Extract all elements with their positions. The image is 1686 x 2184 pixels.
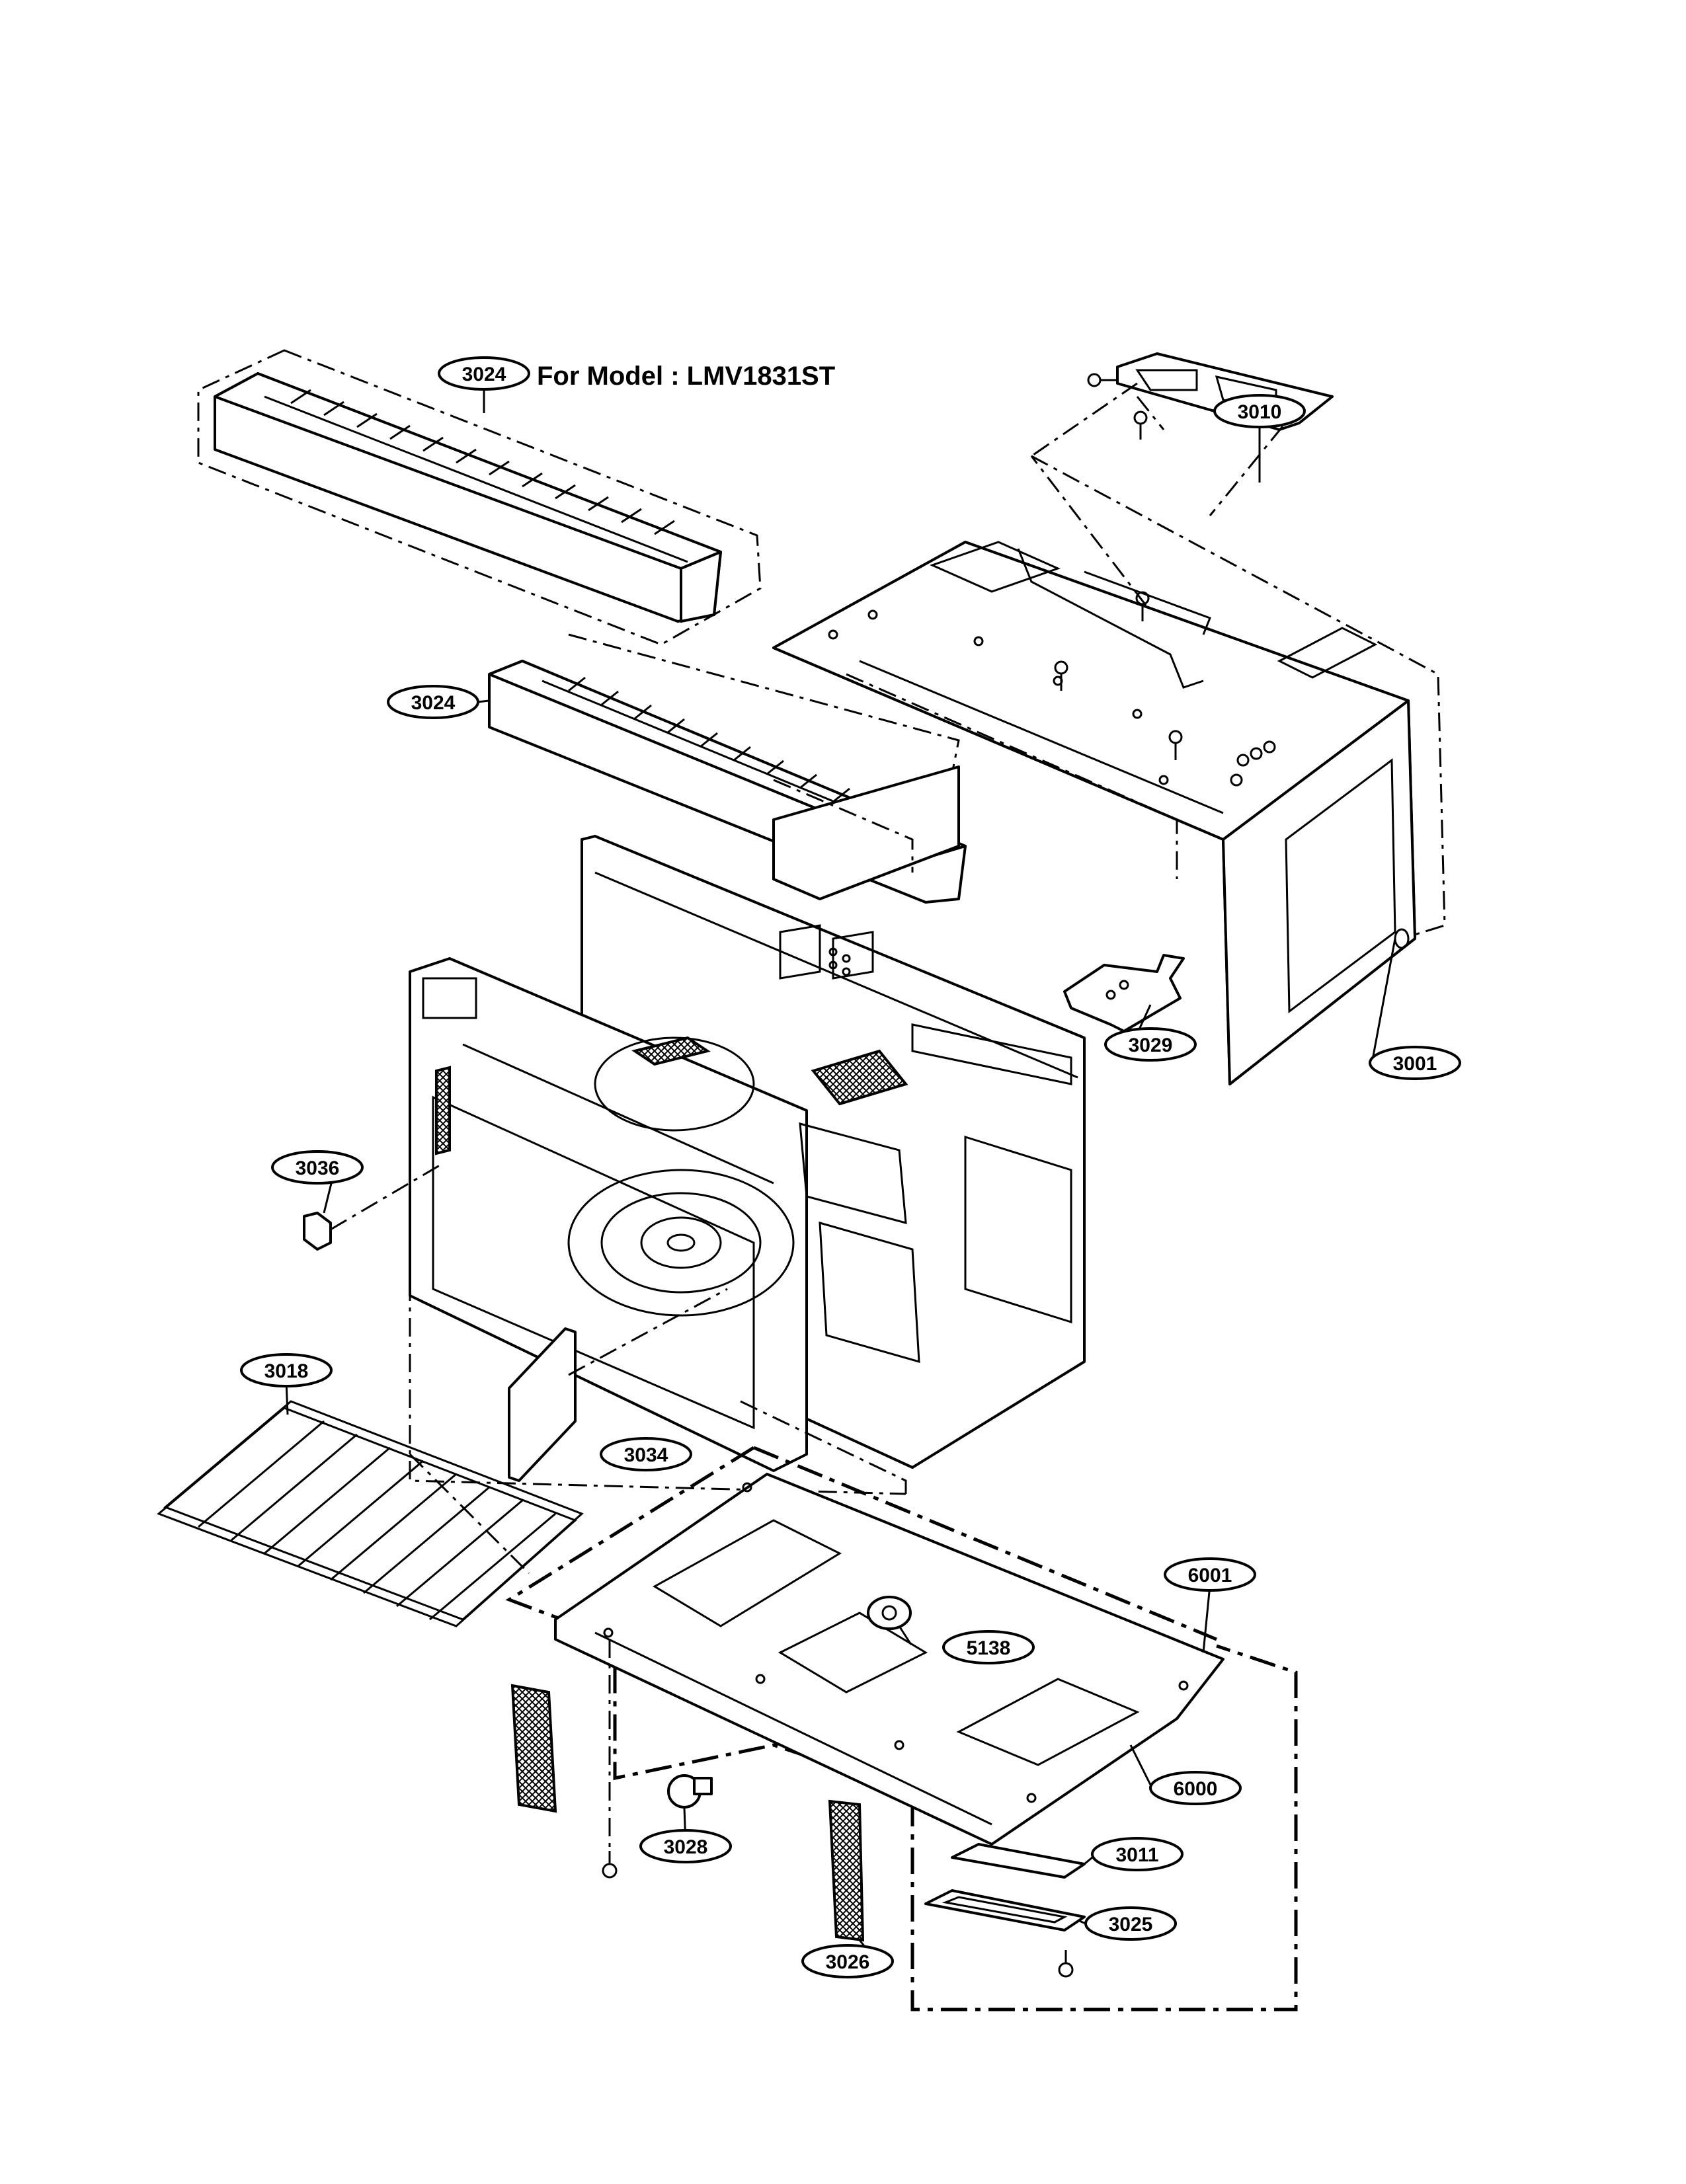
part-number: 3026 (826, 1951, 870, 1973)
screw (1054, 660, 1068, 691)
callout-3010: 3010 (1213, 394, 1306, 428)
callout-3024: 3024 (387, 685, 479, 719)
part-number: 3034 (624, 1444, 668, 1466)
screw (1133, 410, 1148, 440)
screw (1087, 373, 1117, 387)
callout-3026: 3026 (801, 1944, 894, 1978)
grease-filter (828, 1799, 865, 1942)
part-number: 3018 (264, 1360, 309, 1382)
clip (303, 1162, 444, 1251)
screw (1135, 591, 1150, 621)
callout-3001: 3001 (1369, 1046, 1461, 1080)
callout-3036: 3036 (271, 1150, 364, 1185)
callout-3029: 3029 (1104, 1027, 1197, 1062)
callout-3034: 3034 (600, 1437, 692, 1471)
part-number: 3036 (296, 1157, 340, 1179)
callout-3028: 3028 (639, 1829, 732, 1863)
callout-3011: 3011 (1091, 1837, 1184, 1871)
oven-rack (157, 1400, 584, 1627)
part-number: 3025 (1109, 1914, 1153, 1935)
lamp-cover (924, 1889, 1086, 1931)
part-number: 3010 (1238, 401, 1282, 423)
grease-filter (510, 1684, 557, 1813)
lamp-bulb (667, 1774, 713, 1809)
screw (1058, 1950, 1074, 1978)
part-number: 3029 (1129, 1034, 1173, 1056)
callout-6000: 6000 (1149, 1771, 1242, 1805)
lamp-lens (951, 1843, 1086, 1879)
screw (1168, 730, 1183, 760)
callout-3018: 3018 (240, 1353, 333, 1387)
part-number: 5138 (967, 1637, 1011, 1659)
part-number: 3024 (462, 364, 506, 385)
callout-6001: 6001 (1164, 1557, 1256, 1592)
callout-5138: 5138 (942, 1630, 1035, 1664)
base-plate-assembly (505, 1446, 1298, 2011)
part-number: 3001 (1393, 1053, 1437, 1075)
part-number: 3011 (1115, 1844, 1158, 1866)
screw (602, 1851, 618, 1879)
bracket (1063, 954, 1185, 1033)
outer-case (772, 455, 1446, 1085)
oven-cavity-assembly (409, 835, 1086, 1495)
model-title: For Model : LMV1831ST (537, 362, 835, 391)
part-number: 6000 (1174, 1778, 1218, 1800)
part-number: 3024 (411, 692, 456, 714)
thermostat (867, 1596, 912, 1630)
part-number: 3028 (664, 1836, 708, 1858)
callout-3025: 3025 (1084, 1906, 1177, 1941)
callout-3024: 3024 (438, 356, 530, 391)
vent-grille-lmv1831st (197, 349, 762, 646)
part-number: 6001 (1188, 1565, 1232, 1586)
